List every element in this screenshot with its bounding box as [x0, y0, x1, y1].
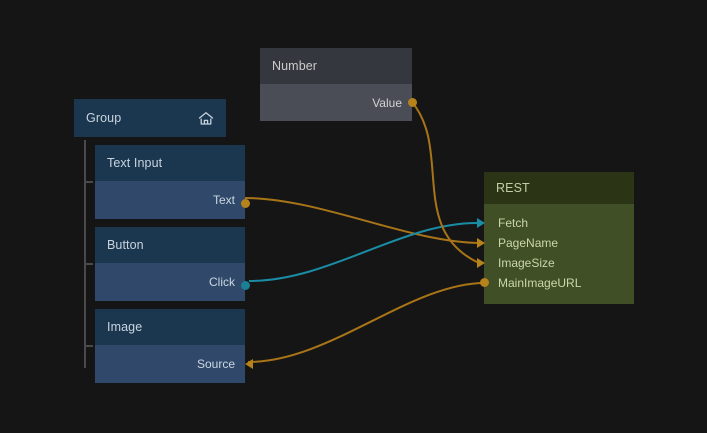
port-imagesize[interactable]: ImageSize — [477, 253, 634, 273]
home-icon[interactable] — [198, 111, 214, 126]
group-bracket-tick-1 — [84, 181, 93, 183]
node-button-body: Click — [95, 263, 250, 301]
port-value-label: Value — [372, 95, 402, 110]
port-click-connector[interactable] — [240, 281, 250, 290]
node-text-input-title: Text Input — [107, 156, 163, 170]
port-imagesize-connector[interactable] — [477, 258, 485, 268]
node-rest[interactable]: REST Fetch PageName ImageSize MainImageU… — [477, 172, 634, 304]
port-mainimageurl[interactable]: MainImageURL — [479, 273, 634, 293]
node-group-header[interactable]: Group — [74, 99, 226, 137]
port-mainimageurl-connector[interactable] — [479, 278, 489, 287]
wire-value-to-imagesize — [411, 101, 480, 264]
group-bracket-tick-3 — [84, 345, 93, 347]
node-text-input[interactable]: Text Input Text — [95, 145, 250, 219]
node-number-title: Number — [272, 59, 318, 73]
port-text-label: Text — [212, 193, 235, 207]
node-button-title: Button — [107, 238, 144, 252]
node-rest-header[interactable]: REST — [484, 172, 634, 204]
node-text-input-header[interactable]: Text Input — [95, 145, 245, 181]
node-number-body: Value — [260, 84, 417, 121]
port-text-connector[interactable] — [240, 199, 250, 208]
port-pagename-label: PageName — [498, 236, 559, 250]
node-group[interactable]: Group — [74, 99, 226, 137]
node-text-input-body: Text — [95, 181, 250, 219]
group-bracket-tick-2 — [84, 263, 93, 265]
port-source-connector[interactable] — [245, 359, 253, 369]
node-button-header[interactable]: Button — [95, 227, 245, 263]
node-button[interactable]: Button Click — [95, 227, 250, 301]
node-image-header[interactable]: Image — [95, 309, 245, 345]
node-image-title: Image — [107, 320, 143, 334]
port-pagename[interactable]: PageName — [477, 233, 634, 253]
wire-click-to-fetch — [248, 222, 478, 282]
node-number-header[interactable]: Number — [260, 48, 412, 84]
wire-mainimageurl-to-source — [247, 282, 486, 363]
node-number[interactable]: Number Value — [260, 48, 417, 121]
port-fetch[interactable]: Fetch — [477, 213, 634, 233]
node-image-body: Source — [95, 345, 253, 383]
port-source-label: Source — [196, 357, 235, 371]
port-pagename-connector[interactable] — [477, 238, 485, 248]
port-fetch-connector[interactable] — [477, 218, 485, 228]
node-group-title: Group — [86, 111, 122, 125]
port-imagesize-label: ImageSize — [498, 256, 555, 270]
group-bracket-line — [84, 140, 86, 368]
node-rest-body: Fetch PageName ImageSize MainImageURL — [477, 204, 634, 304]
wire-text-to-pagename — [244, 197, 482, 244]
node-image[interactable]: Image Source — [95, 309, 253, 383]
port-fetch-label: Fetch — [498, 216, 529, 230]
port-mainimageurl-label: MainImageURL — [498, 276, 582, 290]
node-rest-title: REST — [496, 181, 530, 195]
port-value-connector[interactable] — [407, 98, 417, 107]
port-click-label: Click — [209, 275, 235, 289]
